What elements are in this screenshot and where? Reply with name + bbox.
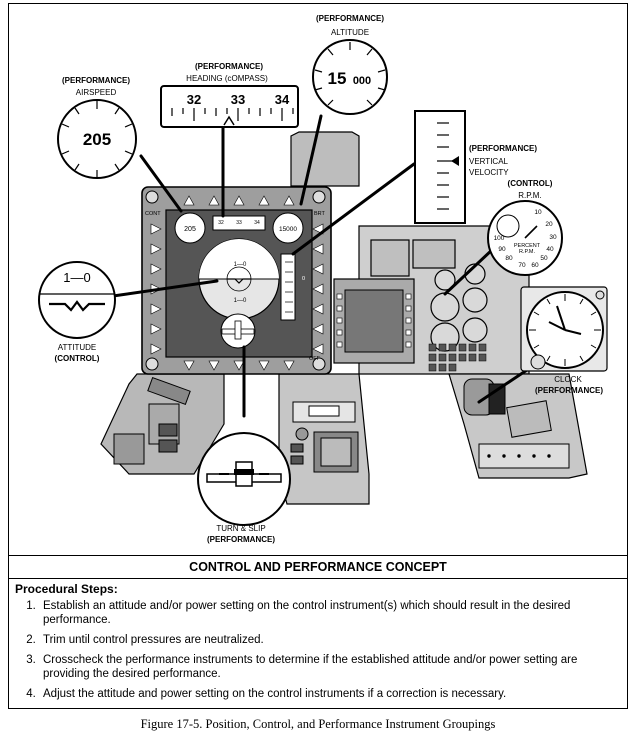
rpm-tag: (CONTROL) bbox=[508, 179, 553, 188]
vvi-ticks bbox=[437, 122, 453, 210]
engine-gauges bbox=[430, 263, 488, 352]
vvi-name-line2: VELOCITY bbox=[469, 168, 509, 177]
turn-slip-name: TURN & SLIP bbox=[216, 524, 265, 533]
heading-name: HEADING (cOMPASS) bbox=[186, 74, 268, 83]
bezel-bottom-buttons bbox=[183, 360, 295, 371]
rpm-dial-number: 80 bbox=[505, 255, 513, 262]
rpm-center-line2: R.P.M. bbox=[519, 249, 536, 255]
attitude-value: 1—0 bbox=[63, 270, 90, 285]
hud-altitude-dial bbox=[272, 212, 304, 244]
procedure-step: Crosscheck the performance instruments t… bbox=[39, 653, 623, 681]
rpm-dial-number: 50 bbox=[540, 255, 548, 262]
altitude-tag: (PERFORMANCE) bbox=[316, 14, 384, 23]
vvi-name-line1: VERTICAL bbox=[469, 157, 509, 166]
heading-gauge bbox=[160, 85, 299, 128]
procedure-section: Procedural Steps: Establish an attitude … bbox=[15, 582, 623, 706]
concept-title: CONTROL AND PERFORMANCE CONCEPT bbox=[9, 555, 627, 579]
bezel-top-buttons bbox=[183, 195, 295, 206]
procedure-list: Establish an attitude and/or power setti… bbox=[15, 599, 623, 701]
primary-flight-display: CONT BRT OFF 205 15000 32 33 34 0 1—0 1—… bbox=[141, 186, 332, 375]
cont-knob bbox=[145, 190, 159, 204]
rpm-dial-number: 10 bbox=[534, 209, 542, 216]
attitude-tag: (CONTROL) bbox=[55, 354, 100, 363]
right-console-controls bbox=[463, 378, 570, 469]
hud-airspeed-value: 205 bbox=[184, 226, 196, 233]
hud-off-label: OFF bbox=[309, 356, 321, 362]
altitude-gauge bbox=[312, 39, 388, 115]
vvi-tag: (PERFORMANCE) bbox=[469, 144, 537, 153]
heading-tick-label: 34 bbox=[275, 92, 290, 107]
rpm-dial-number: 60 bbox=[531, 262, 539, 269]
vvi-pointer-icon bbox=[451, 156, 459, 166]
hud-altitude-value: 15000 bbox=[279, 226, 297, 233]
brt-knob bbox=[312, 190, 326, 204]
rpm-dial-numbers: 10 20 30 40 50 60 70 80 90 100 bbox=[494, 209, 557, 269]
hud-brt-label: BRT bbox=[314, 211, 326, 217]
turn-slip-tag: (PERFORMANCE) bbox=[207, 535, 275, 544]
bezel-left-buttons bbox=[150, 223, 162, 355]
clock-tag: (PERFORMANCE) bbox=[535, 386, 603, 395]
hud-attitude-lower: 1—0 bbox=[234, 298, 247, 304]
procedure-step: Adjust the attitude and power setting on… bbox=[39, 687, 623, 701]
off-knob bbox=[312, 357, 326, 371]
bottom-left-knob bbox=[145, 357, 159, 371]
heading-pointer-icon bbox=[223, 115, 235, 126]
rpm-dial-number: 90 bbox=[498, 246, 506, 253]
airspeed-tag: (PERFORMANCE) bbox=[62, 76, 130, 85]
heading-tag: (PERFORMANCE) bbox=[195, 62, 263, 71]
airspeed-ticks bbox=[61, 101, 133, 178]
rpm-center-line1: PERCENT bbox=[514, 243, 541, 249]
switch-grid bbox=[428, 343, 487, 372]
rpm-dial-number: 100 bbox=[494, 235, 505, 242]
altitude-value: 15 bbox=[328, 69, 347, 88]
procedure-step: Establish an attitude and/or power setti… bbox=[39, 599, 623, 627]
hud-heading-tape bbox=[212, 215, 266, 231]
rpm-dial-number: 30 bbox=[549, 234, 557, 241]
center-display bbox=[333, 278, 415, 364]
hud-heading-tick: 34 bbox=[254, 220, 260, 226]
figure-frame: CONT BRT OFF 205 15000 32 33 34 0 1—0 1—… bbox=[8, 3, 628, 709]
cockpit-diagram: CONT BRT OFF 205 15000 32 33 34 0 1—0 1—… bbox=[38, 14, 608, 544]
rpm-dial-number: 70 bbox=[518, 262, 526, 269]
altitude-ticks bbox=[314, 42, 386, 106]
left-console-controls bbox=[113, 376, 191, 465]
hud-airspeed-dial bbox=[174, 212, 206, 244]
rpm-dial-number: 40 bbox=[546, 246, 554, 253]
vvi-gauge bbox=[414, 110, 466, 224]
rpm-name: R.P.M. bbox=[518, 191, 541, 200]
clock-name: CLOCK bbox=[554, 375, 582, 384]
hud-heading-tick: 33 bbox=[236, 220, 242, 226]
pedestal-controls bbox=[290, 401, 359, 473]
clock-hands-icon bbox=[548, 305, 582, 335]
hud-attitude-upper: 1—0 bbox=[234, 262, 247, 268]
leader-lines bbox=[111, 114, 538, 418]
heading-ticks bbox=[171, 108, 294, 121]
attitude-aircraft-symbol-icon bbox=[49, 300, 105, 312]
procedure-step: Trim until control pressures are neutral… bbox=[39, 633, 623, 647]
heading-tick-label: 32 bbox=[187, 92, 201, 107]
attitude-gauge bbox=[38, 261, 116, 339]
hud-right-number: 0 bbox=[302, 276, 305, 282]
altitude-value-small: 000 bbox=[353, 75, 371, 87]
airspeed-name: AIRSPEED bbox=[76, 88, 117, 97]
procedure-header: Procedural Steps: bbox=[15, 582, 118, 596]
rpm-dial-number: 20 bbox=[545, 221, 553, 228]
hud-vvi-tape bbox=[280, 253, 296, 321]
clock-knob bbox=[530, 354, 546, 370]
bezel-right-buttons bbox=[312, 223, 324, 355]
figure-caption: Figure 17-5. Position, Control, and Perf… bbox=[140, 717, 496, 731]
rpm-subdial bbox=[496, 214, 520, 238]
hud-heading-tick: 32 bbox=[218, 220, 224, 226]
attitude-name: ATTITUDE bbox=[58, 343, 97, 352]
rpm-needle-icon bbox=[524, 225, 538, 239]
altitude-name: ALTITUDE bbox=[331, 28, 369, 37]
heading-tick-label: 33 bbox=[231, 92, 245, 107]
clock-ticks bbox=[529, 294, 601, 366]
clock-knob-small bbox=[595, 290, 605, 300]
hud-cont-label: CONT bbox=[145, 211, 161, 217]
airspeed-value: 205 bbox=[83, 130, 111, 149]
